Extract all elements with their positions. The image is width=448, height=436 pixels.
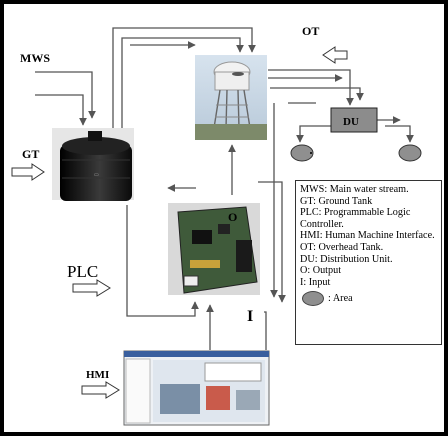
legend-item-i: I: Input [300, 277, 437, 289]
hmi-titlebar [124, 351, 269, 357]
legend-item-gt: GT: Ground Tank [300, 196, 437, 208]
mws-line-2 [35, 95, 83, 125]
hmi-input-arrow [82, 382, 119, 398]
overhead-tank [195, 55, 267, 140]
hmi-graphic [160, 384, 200, 414]
legend-box: MWS: Main water stream. GT: Ground Tank … [295, 180, 442, 345]
ground-tank-lid [88, 131, 102, 141]
legend-area-label: : Area [328, 293, 353, 304]
du-left-line [300, 126, 331, 142]
ground-tank-brand: ▭ [94, 173, 99, 178]
ot-input-arrow [323, 47, 347, 63]
hmi-screen [124, 351, 269, 425]
legend-item-mws: MWS: Main water stream. [300, 184, 437, 196]
area-ellipse-right [399, 145, 421, 161]
legend-item-plc: PLC: Programmable Logic Controller. [300, 207, 437, 230]
overhead-tank-body [215, 72, 249, 90]
overhead-tank-logo [232, 72, 244, 76]
plc-chip-1 [192, 230, 212, 244]
diagram-canvas: ▭ DU [4, 4, 444, 432]
du-right-line [385, 126, 410, 142]
right-bottom-line [264, 312, 266, 350]
mws-label: MWS [20, 51, 50, 65]
area-dot [310, 152, 312, 154]
plc-terminal-block [236, 240, 252, 272]
hmi-controls [236, 390, 260, 410]
gt-label: GT [22, 147, 39, 161]
hmi-indicator [206, 386, 230, 410]
legend-area-row: : Area [300, 291, 437, 306]
ot-label: OT [302, 24, 319, 38]
du-label: DU [343, 116, 359, 128]
plc-label-sticker [184, 276, 198, 286]
gt-input-arrow [12, 164, 44, 180]
legend-item-ot: OT: Overhead Tank. [300, 242, 437, 254]
o-label: O [228, 210, 237, 224]
legend-item-o: O: Output [300, 265, 437, 277]
du-to-plc-line [258, 182, 282, 302]
ot-to-du-line-2 [270, 88, 360, 100]
area-ellipse-left [291, 145, 313, 161]
hmi-banner [205, 363, 261, 381]
overhead-tank-ground [195, 124, 267, 140]
i-label: I [247, 308, 253, 325]
legend-item-hmi: HMI: Human Machine Interface. [300, 230, 437, 242]
plc-label: PLC [67, 262, 98, 281]
plc-input-arrow [73, 280, 110, 296]
hmi-label: HMI [86, 369, 109, 381]
plc-connector [190, 260, 220, 268]
legend-item-du: DU: Distribution Unit. [300, 254, 437, 266]
ground-tank: ▭ [52, 128, 134, 201]
plc-chip-2 [218, 224, 230, 234]
legend-area-ellipse [302, 291, 324, 306]
hmi-tree-panel [126, 359, 150, 423]
plc-board [168, 203, 260, 295]
distribution-unit: DU [291, 108, 421, 161]
